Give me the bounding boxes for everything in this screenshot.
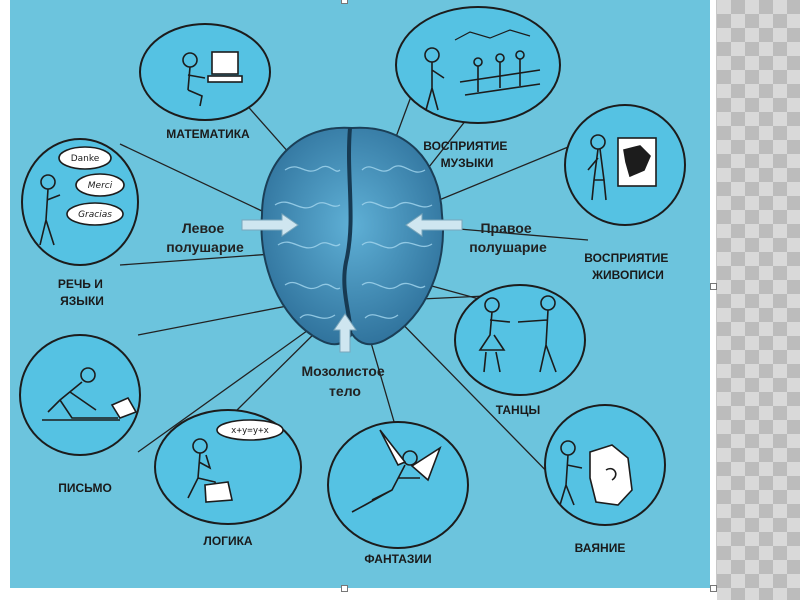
circle-writing (19, 334, 141, 456)
label-logic: ЛОГИКА (203, 534, 253, 548)
label-fantasy: ФАНТАЗИИ (364, 552, 431, 566)
circle-fantasy (327, 421, 469, 549)
left-hemisphere-label: Левое полушарие (166, 220, 244, 255)
writing-person-icon (42, 367, 138, 421)
line-sculpture (384, 305, 561, 486)
logic-formula: x+y=y+x (231, 426, 270, 436)
logic-thinker-icon (187, 419, 284, 503)
dance-couple-icon (478, 295, 557, 373)
fantasy-fairy-icon (351, 429, 442, 513)
label-sculpture: ВАЯНИЕ (575, 541, 626, 555)
bubble-gracias: Gracias (78, 210, 112, 220)
sculpture-sculptor-icon (559, 440, 633, 506)
label-speech: РЕЧЬ И ЯЗЫКИ (58, 277, 106, 308)
selection-handle-top[interactable] (341, 0, 348, 4)
label-music: ВОСПРИЯТИЕ МУЗЫКИ (423, 139, 511, 170)
label-writing: ПИСЬМО (58, 481, 112, 495)
line-writing-bottom (137, 317, 326, 453)
corpus-callosum-label: Мозолистое тело (301, 363, 388, 399)
music-band-icon (424, 29, 541, 111)
brain (260, 126, 444, 346)
left-arrow (241, 213, 299, 237)
hemisphere-arrows (241, 213, 463, 353)
selection-handle-bottom[interactable] (341, 585, 348, 592)
selection-handle-bottom-right[interactable] (710, 585, 717, 592)
bubble-danke: Danke (71, 154, 100, 164)
speech-bubbles: Danke Merci Gracias (71, 154, 113, 220)
label-dance: ТАНЦЫ (496, 403, 540, 417)
speech-person-icon (39, 146, 125, 246)
circle-music (395, 6, 561, 124)
label-painting: ВОСПРИЯТИЕ ЖИВОПИСИ (584, 251, 672, 282)
bubble-merci: Merci (88, 181, 113, 191)
background-pattern (717, 0, 800, 600)
bottom-arrow (333, 313, 357, 353)
math-person-icon (182, 51, 243, 107)
circle-math (139, 23, 271, 121)
right-arrow (405, 213, 463, 237)
circle-dance (454, 284, 586, 396)
right-hemisphere-label: Правое полушарие (469, 220, 547, 255)
figures (39, 29, 657, 513)
painting-viewer-icon (587, 134, 657, 201)
brain-diagram: Левое полушарие Правое полушарие Мозолис… (19, 6, 686, 566)
label-math: МАТЕМАТИКА (166, 127, 250, 141)
selection-handle-right[interactable] (710, 283, 717, 290)
